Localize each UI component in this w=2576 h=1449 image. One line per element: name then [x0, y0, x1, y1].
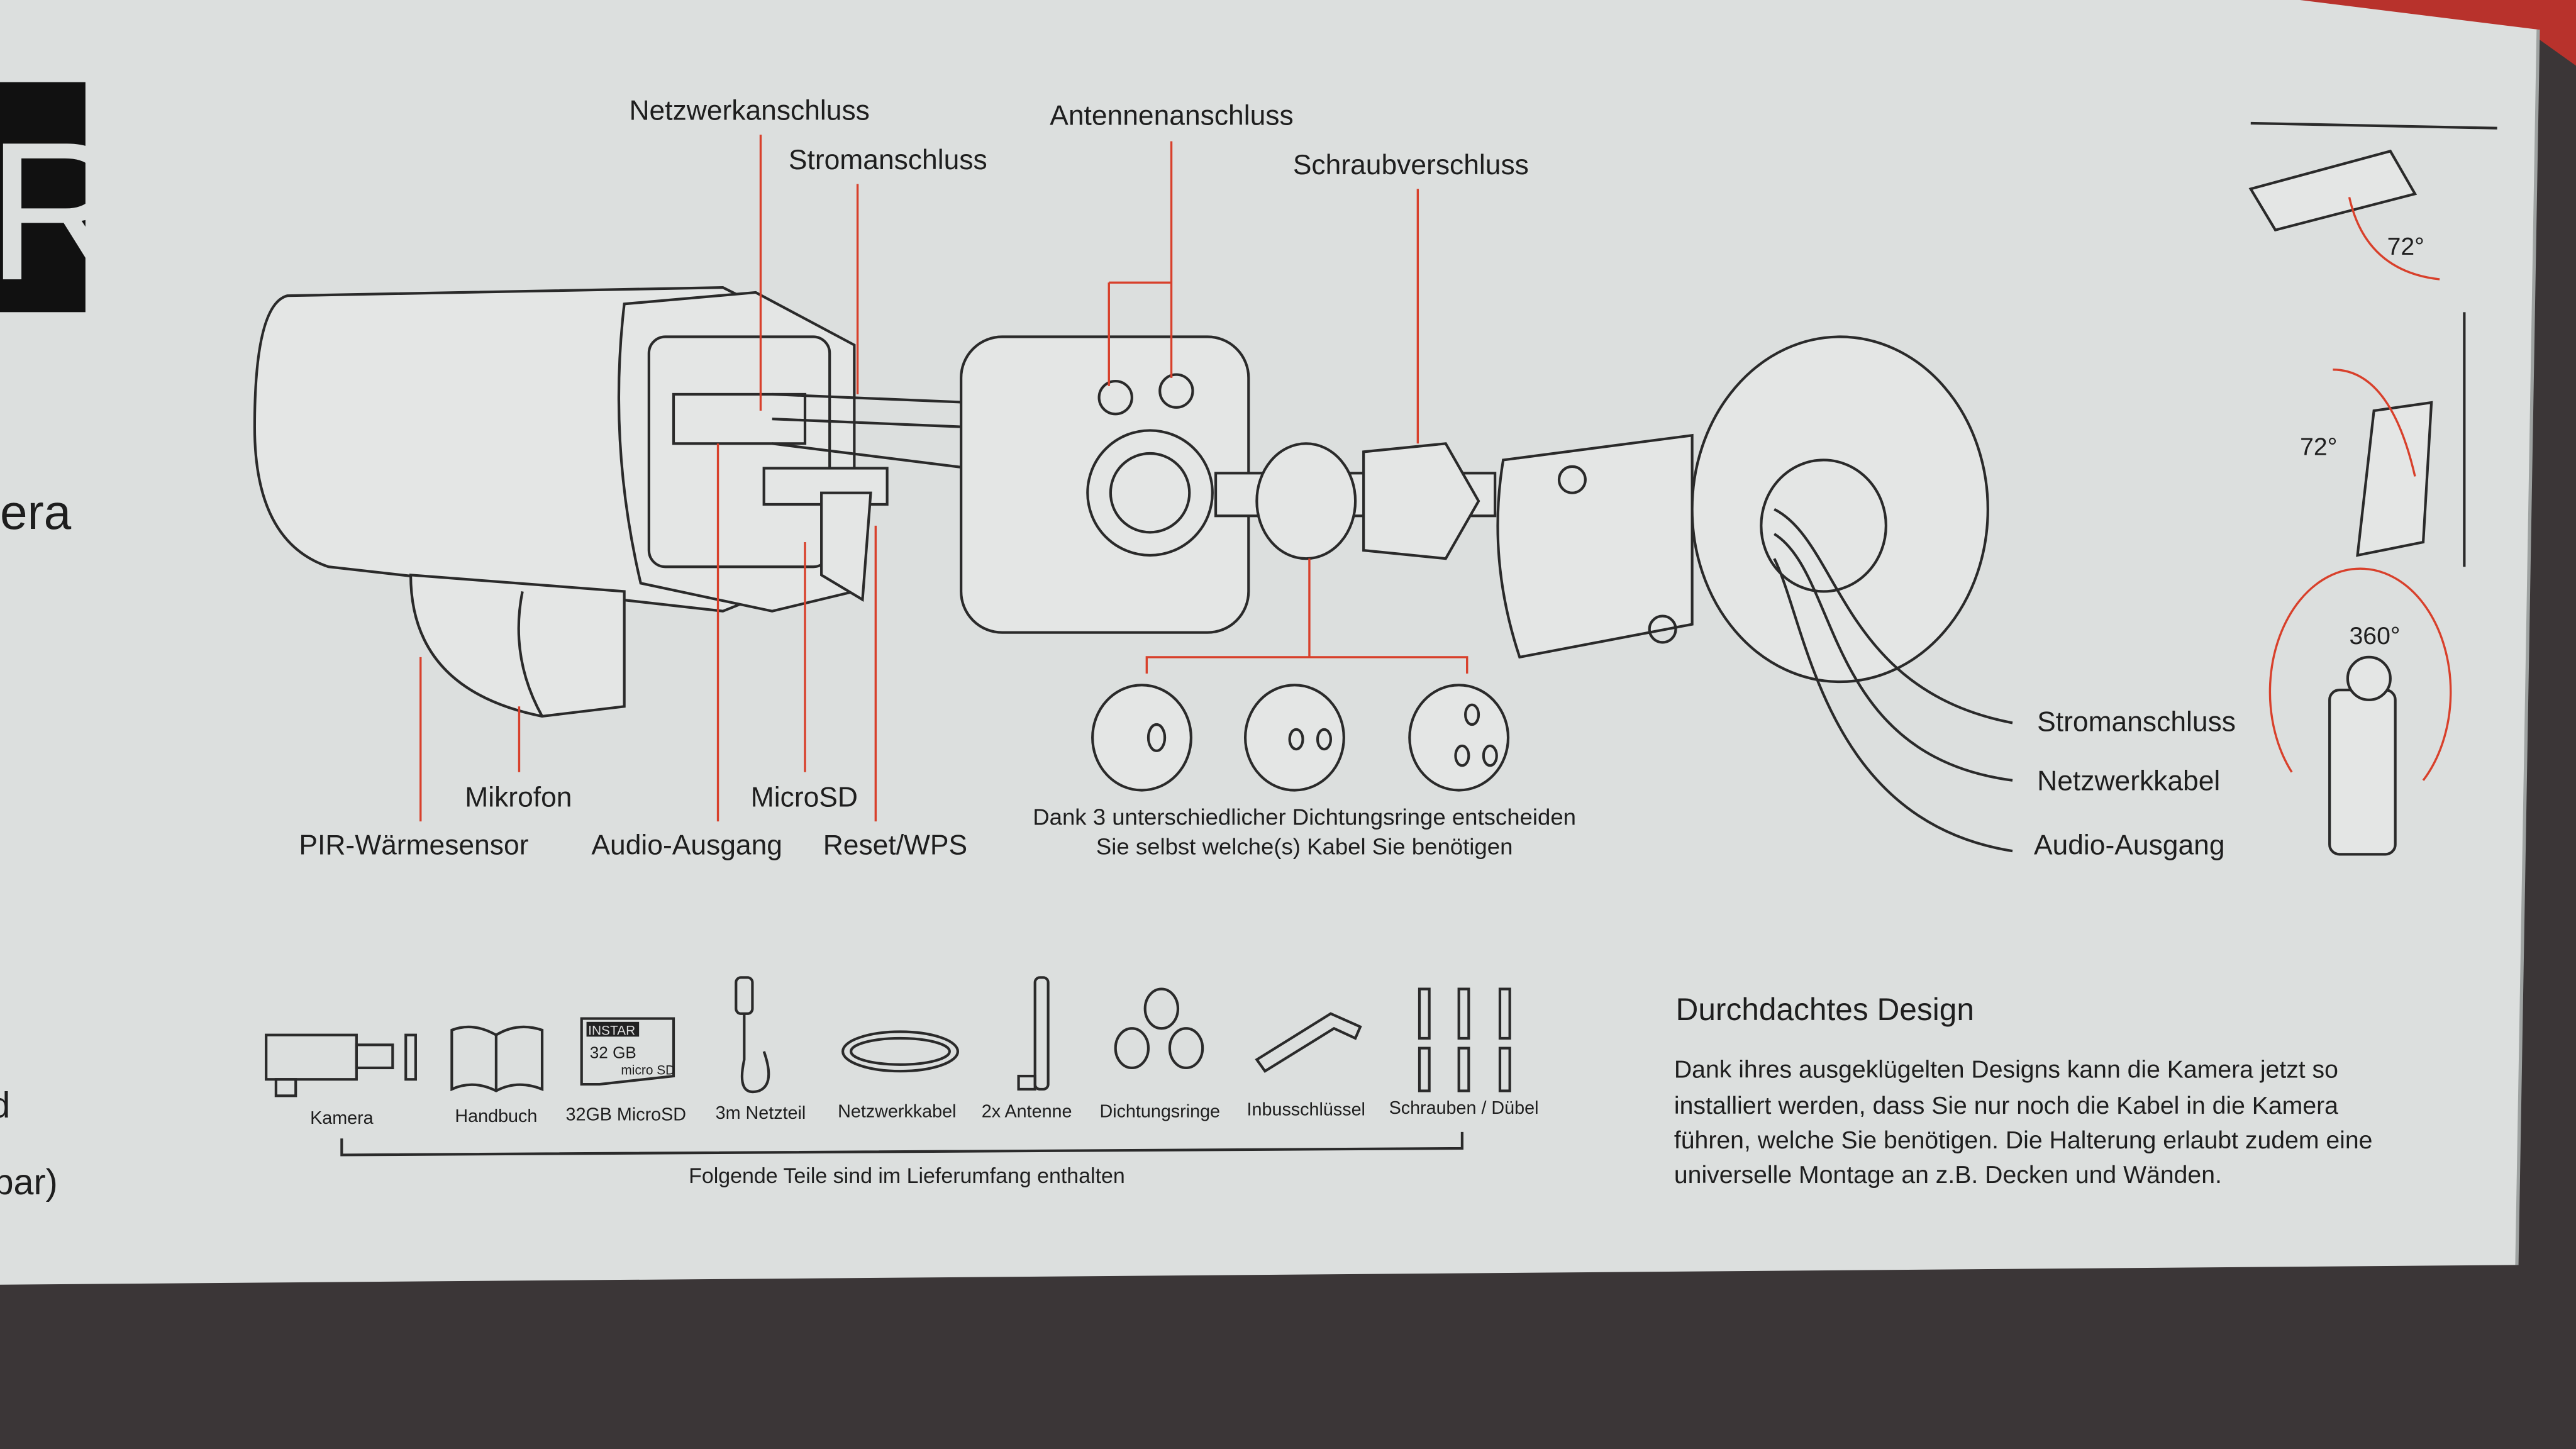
camera-item-icon	[265, 1033, 417, 1097]
content-item-label: Schrauben / Dübel	[1389, 1098, 1539, 1118]
sd-type: micro SD	[621, 1063, 675, 1077]
design-title: Durchdachtes Design	[1675, 992, 1974, 1027]
label-schraubverschluss: Schraubverschluss	[1293, 150, 1529, 180]
label-cable-strom: Stromanschluss	[2037, 706, 2236, 737]
seal-caption: Sie selbst welche(s) Kabel Sie benötigen	[1096, 833, 1513, 859]
sd-brand: INSTAR	[588, 1024, 635, 1038]
red-box-edge	[2300, 0, 2576, 66]
label-antennenanschluss: Antennenanschluss	[1050, 101, 1293, 131]
content-item-label: 3m Netzteil	[716, 1103, 806, 1123]
antenna-icon	[1017, 976, 1050, 1091]
label-cable-audio: Audio-Ausgang	[2034, 830, 2225, 860]
content-item-label: Kamera	[310, 1108, 374, 1128]
angle-label-ceiling: 72°	[2387, 233, 2424, 260]
side-text-fragment: d	[0, 1085, 10, 1125]
screws-icon	[1418, 987, 1511, 1092]
side-text-fragment: era	[0, 484, 72, 540]
label-cable-netzwerk: Netzwerkkabel	[2037, 765, 2220, 796]
label-microsd: MicroSD	[751, 782, 858, 813]
package-contents: INSTAR 32 GB micro SD	[265, 976, 1511, 1157]
label-pir-sensor: PIR-Wärmesensor	[299, 830, 528, 860]
side-text-fragment: )	[0, 929, 2, 969]
leader-lines	[419, 135, 1468, 822]
label-stromanschluss: Stromanschluss	[789, 145, 987, 175]
brand-logo	[0, 82, 86, 313]
side-text-fragment: par)	[0, 1162, 58, 1202]
hex-key-icon	[1255, 1012, 1362, 1073]
design-text-line: Dank ihres ausgeklügelten Designs kann d…	[1674, 1057, 2338, 1084]
seal-caption: Dank 3 unterschiedlicher Dichtungsringe …	[1033, 804, 1576, 830]
seal-rings-icon	[1114, 987, 1204, 1070]
content-item-label: 32GB MicroSD	[566, 1105, 687, 1125]
microsd-icon: INSTAR 32 GB micro SD	[580, 1017, 675, 1086]
label-netzwerkanschluss: Netzwerkanschluss	[629, 96, 869, 126]
content-item-label: Handbuch	[455, 1106, 537, 1126]
label-reset-wps: Reset/WPS	[823, 830, 967, 860]
angle-label-wall: 72°	[2300, 434, 2337, 461]
power-adapter-icon	[735, 976, 770, 1094]
design-text-line: universelle Montage an z.B. Decken und W…	[1674, 1162, 2222, 1189]
wall-bracket-illustration	[1496, 335, 2013, 853]
content-item-label: 2x Antenne	[982, 1101, 1072, 1121]
seal-rings-illustration	[1091, 684, 1510, 792]
logo-letter: R	[0, 101, 129, 321]
camera-housing-illustration	[253, 286, 970, 718]
network-cable-icon	[841, 1030, 960, 1073]
mount-plate-illustration	[960, 335, 1497, 634]
content-item-label: Inbusschlüssel	[1247, 1100, 1365, 1120]
content-item-label: Dichtungsringe	[1099, 1101, 1220, 1121]
content-item-label: Netzwerkkabel	[838, 1101, 956, 1121]
angle-label-rotation: 360°	[2350, 623, 2401, 650]
design-text-line: führen, welche Sie benötigen. Die Halter…	[1674, 1127, 2373, 1154]
contents-caption: Folgende Teile sind im Lieferumfang enth…	[689, 1164, 1125, 1188]
label-audio-ausgang: Audio-Ausgang	[591, 830, 782, 860]
manual-icon	[450, 1025, 544, 1092]
design-text-line: installiert werden, dass Sie nur noch di…	[1674, 1092, 2338, 1119]
label-mikrofon: Mikrofon	[465, 782, 572, 813]
sd-capacity: 32 GB	[590, 1043, 636, 1062]
mounting-angles-illustration	[2248, 121, 2497, 856]
